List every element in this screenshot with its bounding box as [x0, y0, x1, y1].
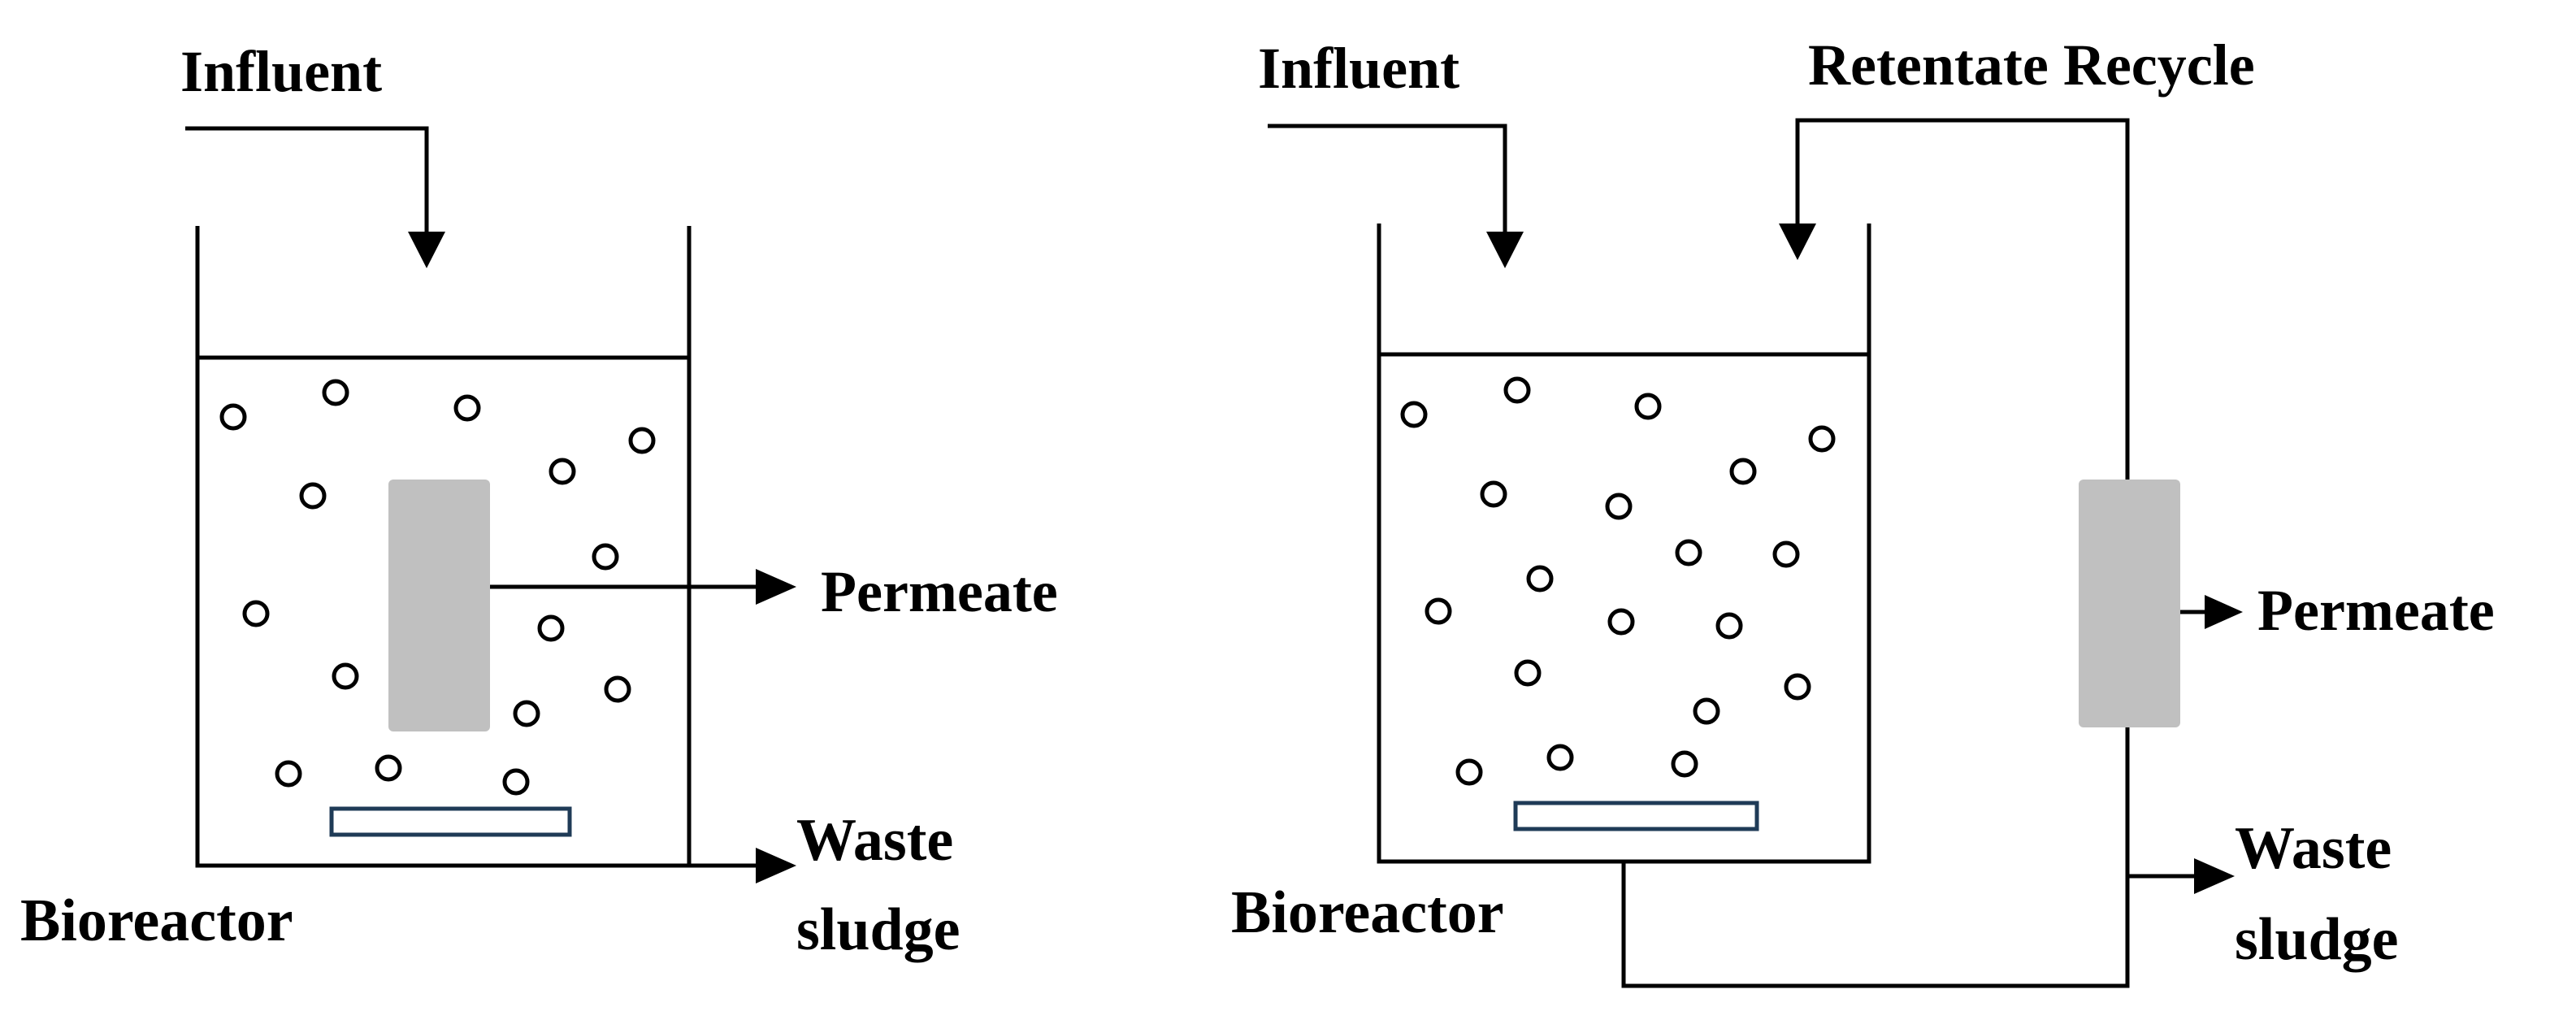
floc: [219, 403, 247, 431]
right-aeration-diffuser: [1513, 801, 1759, 831]
left-membrane-module: [388, 480, 490, 731]
right-sludge-flocs: [1400, 376, 1836, 786]
right-bioreactor-label: Bioreactor: [1231, 879, 1504, 946]
floc: [1480, 480, 1507, 508]
right-waste-label-2: sludge: [2235, 906, 2399, 973]
floc: [1546, 744, 1574, 771]
floc: [322, 379, 349, 406]
left-influent-label: Influent: [180, 39, 382, 104]
floc: [1715, 612, 1743, 640]
left-waste-label-2: sludge: [796, 896, 961, 963]
floc: [1514, 659, 1542, 687]
floc: [1400, 401, 1428, 428]
floc: [537, 614, 565, 642]
left-sludge-flocs: [219, 379, 656, 796]
right-influent-arrowhead: [1486, 232, 1524, 268]
right-retentate-label: Retentate Recycle: [1808, 33, 2255, 98]
floc: [592, 543, 619, 571]
right-external-membrane-module: [2079, 480, 2180, 727]
floc: [628, 427, 656, 454]
floc: [1455, 758, 1483, 786]
floc: [1784, 673, 1811, 701]
right-influent-label: Influent: [1258, 36, 1459, 101]
left-tank-walls: [195, 226, 692, 868]
floc: [549, 458, 576, 485]
floc: [375, 754, 402, 782]
sidestream-mbr: Influent Retentate Recycle Permeate Wast…: [1231, 33, 2495, 988]
right-retentate-recycle-line: [1795, 118, 2130, 480]
floc: [332, 662, 359, 690]
floc: [1605, 493, 1633, 520]
floc: [1808, 425, 1836, 453]
left-permeate-label: Permeate: [821, 559, 1058, 624]
right-influent-line: [1268, 124, 1507, 236]
floc: [1675, 539, 1702, 566]
right-tank-walls: [1377, 224, 1871, 864]
right-waste-arrowhead: [2194, 858, 2235, 894]
left-influent-arrowhead: [408, 232, 445, 268]
floc: [1503, 376, 1531, 404]
floc: [1634, 393, 1662, 420]
floc: [604, 675, 631, 703]
right-permeate-label: Permeate: [2257, 578, 2495, 643]
floc: [513, 700, 540, 727]
right-permeate-arrowhead: [2205, 595, 2243, 629]
right-waste-label-1: Waste: [2235, 815, 2392, 882]
left-waste-label-1: Waste: [796, 807, 953, 874]
floc: [299, 482, 327, 510]
left-permeate-arrowhead: [756, 569, 796, 605]
floc: [275, 760, 302, 788]
submerged-mbr: Influent Permeate Waste sludge Bioreacto…: [20, 39, 1058, 963]
floc: [453, 394, 481, 422]
floc: [242, 600, 270, 627]
left-bioreactor-label: Bioreactor: [20, 888, 293, 954]
right-retentate-arrowhead: [1779, 224, 1816, 260]
floc: [1425, 597, 1452, 625]
floc: [502, 768, 530, 796]
floc: [1671, 750, 1698, 778]
left-influent-line: [185, 126, 429, 236]
floc: [1729, 458, 1757, 485]
floc: [1526, 565, 1554, 592]
floc: [1607, 608, 1635, 636]
floc: [1693, 697, 1720, 725]
right-feed-to-membrane-line: [1621, 727, 2130, 988]
left-waste-arrowhead: [756, 848, 796, 883]
left-aeration-diffuser: [329, 806, 572, 837]
floc: [1772, 540, 1800, 568]
